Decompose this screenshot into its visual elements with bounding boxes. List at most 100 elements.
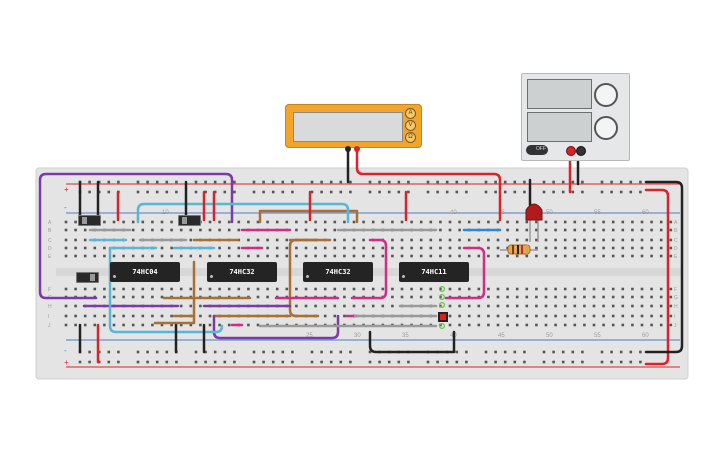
breadboard-hole[interactable] bbox=[204, 350, 207, 354]
breadboard-hole[interactable] bbox=[592, 314, 596, 318]
breadboard-hole[interactable] bbox=[281, 190, 285, 194]
breadboard-hole[interactable] bbox=[448, 238, 452, 242]
breadboard-hole[interactable] bbox=[179, 228, 183, 232]
breadboard-hole[interactable] bbox=[329, 180, 333, 184]
breadboard-hole[interactable] bbox=[131, 314, 135, 318]
breadboard-hole[interactable] bbox=[218, 287, 221, 291]
breadboard-hole[interactable] bbox=[247, 220, 250, 224]
breadboard-hole[interactable] bbox=[515, 314, 519, 318]
breadboard-hole[interactable] bbox=[189, 228, 193, 232]
breadboard-hole[interactable] bbox=[458, 254, 461, 258]
breadboard-hole[interactable] bbox=[448, 314, 452, 318]
breadboard-hole[interactable] bbox=[631, 304, 634, 308]
breadboard-hole[interactable] bbox=[400, 287, 404, 291]
breadboard-hole[interactable] bbox=[439, 246, 442, 250]
breadboard-hole[interactable] bbox=[275, 287, 279, 291]
breadboard-hole[interactable] bbox=[544, 246, 548, 250]
wire-brown-6[interactable] bbox=[288, 238, 320, 318]
breadboard-hole[interactable] bbox=[448, 220, 452, 224]
breadboard-hole[interactable] bbox=[117, 350, 120, 354]
breadboard-hole[interactable] bbox=[515, 220, 519, 224]
breadboard-hole[interactable] bbox=[419, 246, 423, 250]
breadboard-hole[interactable] bbox=[362, 238, 365, 242]
breadboard-hole[interactable] bbox=[439, 220, 442, 224]
breadboard-hole[interactable] bbox=[455, 180, 459, 184]
breadboard-hole[interactable] bbox=[304, 228, 308, 232]
breadboard-hole[interactable] bbox=[610, 190, 613, 194]
breadboard-hole[interactable] bbox=[410, 220, 413, 224]
breadboard-hole[interactable] bbox=[513, 190, 517, 194]
breadboard-hole[interactable] bbox=[467, 238, 471, 242]
breadboard-hole[interactable] bbox=[397, 190, 401, 194]
breadboard-hole[interactable] bbox=[659, 314, 663, 318]
breadboard-hole[interactable] bbox=[554, 238, 557, 242]
breadboard-hole[interactable] bbox=[295, 220, 298, 224]
wire-black-11[interactable] bbox=[368, 330, 456, 354]
breadboard-hole[interactable] bbox=[362, 220, 365, 224]
breadboard-hole[interactable] bbox=[535, 238, 538, 242]
breadboard-hole[interactable] bbox=[554, 295, 557, 299]
breadboard-hole[interactable] bbox=[515, 304, 519, 308]
breadboard-hole[interactable] bbox=[131, 323, 135, 327]
breadboard-hole[interactable] bbox=[592, 287, 596, 291]
breadboard-hole[interactable] bbox=[83, 254, 87, 258]
breadboard-hole[interactable] bbox=[484, 350, 488, 354]
breadboard-hole[interactable] bbox=[611, 220, 615, 224]
breadboard-hole[interactable] bbox=[165, 360, 169, 364]
breadboard-hole[interactable] bbox=[523, 350, 526, 354]
breadboard-hole[interactable] bbox=[381, 304, 385, 308]
breadboard-hole[interactable] bbox=[175, 180, 178, 184]
breadboard-hole[interactable] bbox=[407, 180, 410, 184]
breadboard-hole[interactable] bbox=[429, 295, 433, 299]
breadboard-hole[interactable] bbox=[122, 314, 125, 318]
breadboard-hole[interactable] bbox=[227, 246, 231, 250]
breadboard-hole[interactable] bbox=[371, 254, 375, 258]
breadboard-hole[interactable] bbox=[151, 220, 154, 224]
breadboard-hole[interactable] bbox=[525, 314, 529, 318]
breadboard-hole[interactable] bbox=[343, 287, 346, 291]
breadboard-hole[interactable] bbox=[525, 220, 529, 224]
breadboard-hole[interactable] bbox=[561, 180, 565, 184]
breadboard-hole[interactable] bbox=[640, 314, 644, 318]
breadboard-hole[interactable] bbox=[218, 228, 221, 232]
breadboard-hole[interactable] bbox=[467, 287, 471, 291]
breadboard-hole[interactable] bbox=[436, 180, 439, 184]
breadboard-hole[interactable] bbox=[74, 287, 77, 291]
breadboard-hole[interactable] bbox=[314, 304, 317, 308]
breadboard-hole[interactable] bbox=[103, 254, 106, 258]
breadboard-hole[interactable] bbox=[237, 254, 241, 258]
breadboard-hole[interactable] bbox=[410, 287, 413, 291]
breadboard-hole[interactable] bbox=[160, 254, 164, 258]
breadboard-hole[interactable] bbox=[314, 246, 317, 250]
breadboard-hole[interactable] bbox=[563, 238, 567, 242]
breadboard-hole[interactable] bbox=[659, 238, 663, 242]
breadboard-hole[interactable] bbox=[397, 360, 401, 364]
breadboard-hole[interactable] bbox=[323, 304, 327, 308]
breadboard-hole[interactable] bbox=[639, 180, 642, 184]
breadboard-hole[interactable] bbox=[141, 220, 145, 224]
breadboard-hole[interactable] bbox=[650, 295, 653, 299]
breadboard-hole[interactable] bbox=[619, 190, 623, 194]
breadboard-hole[interactable] bbox=[295, 228, 298, 232]
breadboard-hole[interactable] bbox=[496, 304, 500, 308]
breadboard-hole[interactable] bbox=[266, 254, 269, 258]
breadboard-hole[interactable] bbox=[506, 238, 509, 242]
wire-red-9[interactable] bbox=[644, 188, 670, 366]
breadboard-hole[interactable] bbox=[88, 350, 91, 354]
breadboard-hole[interactable] bbox=[218, 246, 221, 250]
breadboard-hole[interactable] bbox=[368, 350, 372, 354]
breadboard-hole[interactable] bbox=[465, 360, 468, 364]
breadboard-hole[interactable] bbox=[426, 190, 430, 194]
breadboard-hole[interactable] bbox=[349, 360, 352, 364]
breadboard-hole[interactable] bbox=[458, 287, 461, 291]
breadboard-hole[interactable] bbox=[122, 287, 125, 291]
breadboard-hole[interactable] bbox=[252, 180, 256, 184]
breadboard-hole[interactable] bbox=[291, 180, 294, 184]
breadboard-hole[interactable] bbox=[391, 304, 394, 308]
breadboard-hole[interactable] bbox=[136, 350, 140, 354]
breadboard-hole[interactable] bbox=[563, 323, 567, 327]
breadboard-hole[interactable] bbox=[561, 360, 565, 364]
breadboard-hole[interactable] bbox=[458, 238, 461, 242]
breadboard-hole[interactable] bbox=[136, 360, 140, 364]
breadboard-hole[interactable] bbox=[122, 220, 125, 224]
